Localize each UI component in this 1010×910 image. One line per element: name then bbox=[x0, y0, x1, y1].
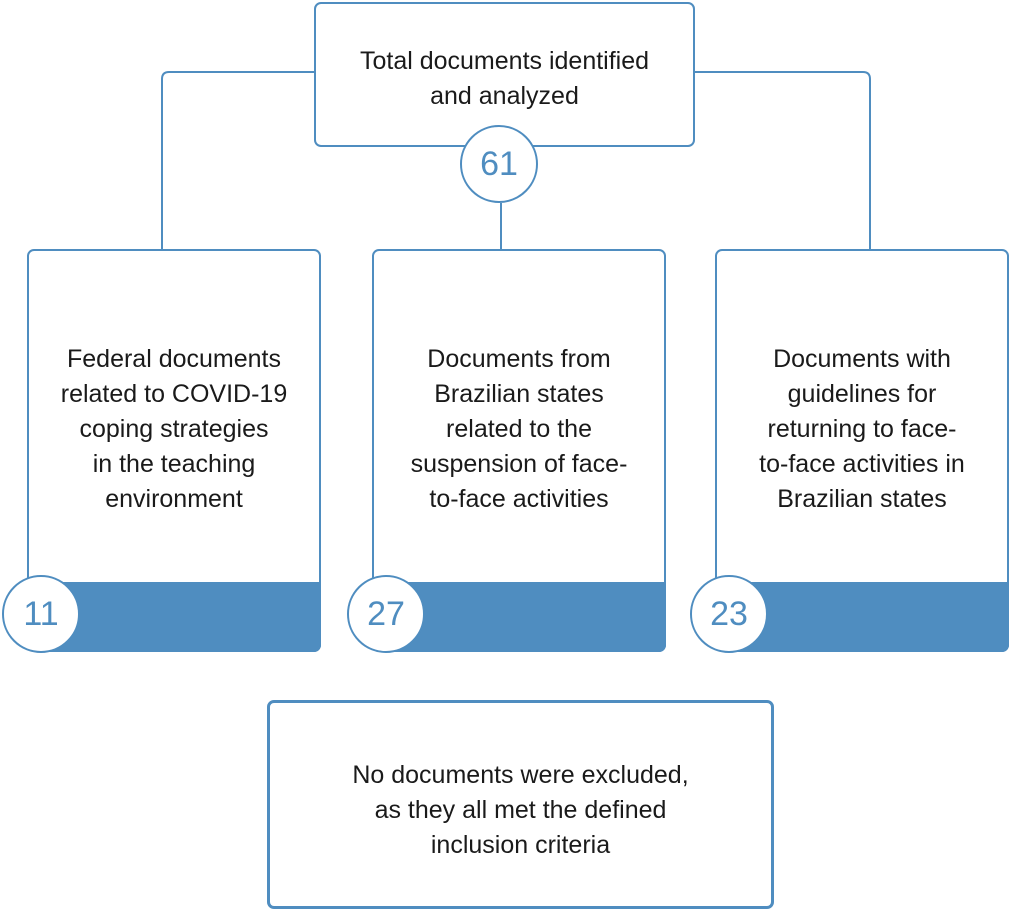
federal-count-badge: 11 bbox=[2, 575, 80, 653]
federal-documents-box: Federal documents related to COVID-19 co… bbox=[27, 249, 321, 652]
total-documents-label: Total documents identified and analyzed bbox=[359, 47, 650, 110]
exclusion-note-label: No documents were excluded, as they all … bbox=[352, 761, 689, 859]
exclusion-note-box: No documents were excluded, as they all … bbox=[267, 700, 774, 909]
total-count-badge: 61 bbox=[460, 125, 538, 203]
federal-documents-label: Federal documents related to COVID-19 co… bbox=[60, 345, 288, 513]
state-suspension-documents-label: Documents from Brazilian states related … bbox=[410, 345, 628, 513]
return-guidelines-documents-box: Documents with guidelines for returning … bbox=[715, 249, 1009, 652]
total-documents-box: Total documents identified and analyzed bbox=[314, 2, 695, 147]
state-suspension-count-badge: 27 bbox=[347, 575, 425, 653]
connector-left bbox=[161, 71, 314, 249]
return-guidelines-count-badge: 23 bbox=[690, 575, 768, 653]
connector-right bbox=[695, 71, 871, 249]
return-guidelines-documents-label: Documents with guidelines for returning … bbox=[759, 345, 965, 513]
